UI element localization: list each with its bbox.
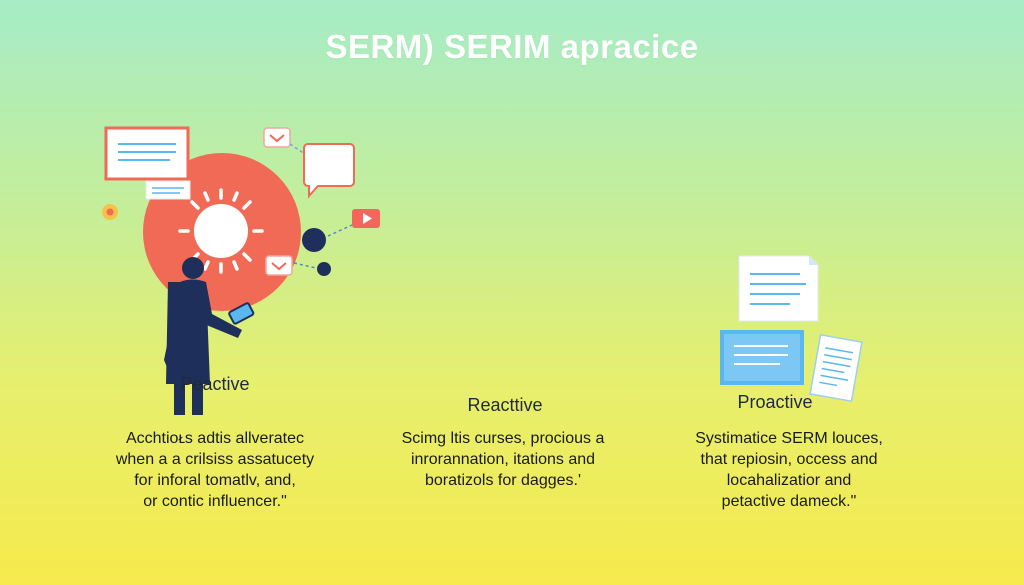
tilted-document-icon: [809, 333, 863, 403]
speech-bubble-icon: [303, 143, 355, 199]
description-line: Systimatice SERM louces,: [695, 430, 883, 447]
play-icon: [352, 209, 380, 228]
document-card-icon: [104, 126, 190, 181]
description-line: for inforal tomatlv, and,: [134, 472, 296, 489]
sun-rays-icon: [178, 188, 264, 274]
column-description: Systimatice SERM louces, that repiosin, …: [664, 428, 914, 512]
column-label-reactive: Reacttive: [467, 395, 543, 415]
sun-core: [194, 204, 248, 258]
document-stack-icon: [738, 255, 819, 322]
description-line: that repiosin, occess and: [700, 451, 878, 468]
column-description: Scimg ltis curses, procious a inrorannat…: [378, 428, 628, 491]
description-line: when a a crilsiss assatucety: [115, 451, 315, 468]
badge-icon: [102, 204, 118, 220]
description-line: Scimg ltis curses, procious a: [401, 430, 605, 447]
chevron-down-icon: [265, 255, 293, 276]
column-label-peactive: Peactive: [180, 374, 250, 394]
node-dot: [317, 262, 331, 276]
page-title: SERM) SERIM apracice: [325, 28, 699, 65]
description-line: petactive dameck.": [721, 493, 857, 510]
description-line: or contic influencer.": [143, 493, 287, 510]
small-message-icon: [145, 180, 191, 200]
column-description: Acchtioᴌs adtis allveratec when a a cril…: [90, 428, 340, 512]
description-line: Acchtioᴌs adtis allveratec: [125, 430, 305, 447]
column-label-proactive: Proactive: [737, 392, 813, 412]
chevron-down-icon: [263, 127, 291, 148]
description-line: inrorannation, itations and: [410, 451, 596, 468]
description-line: boratizols for dagges.': [424, 472, 582, 489]
node-dot: [302, 228, 326, 252]
blue-document-icon: [720, 330, 804, 385]
person-with-tablet-icon: [164, 257, 255, 415]
description-line: locahalizatior and: [726, 472, 852, 489]
